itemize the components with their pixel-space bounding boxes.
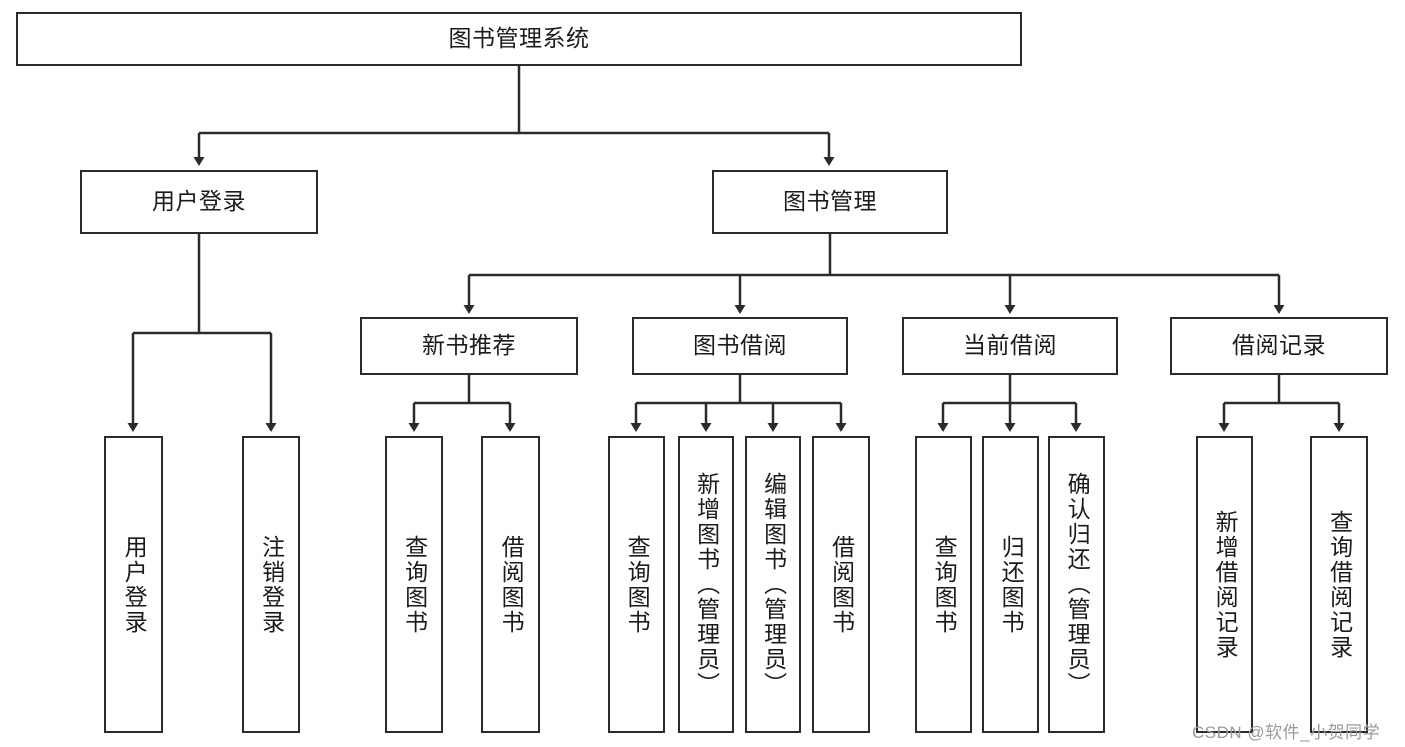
node-user-login[interactable]: 用户登录: [80, 170, 318, 234]
watermark: CSDN @软件_小贺同学: [1192, 723, 1381, 742]
node-current-borrow[interactable]: 当前借阅: [902, 317, 1118, 375]
leaf-query-borrow-record[interactable]: 查询借阅记录: [1310, 436, 1368, 733]
leaf-user-login[interactable]: 用户登录: [104, 436, 163, 733]
node-book-management[interactable]: 图书管理: [712, 170, 948, 234]
leaf-query-book-current[interactable]: 查询图书: [915, 436, 972, 733]
leaf-add-borrow-record[interactable]: 新增借阅记录: [1196, 436, 1253, 733]
node-label: 查询图书: [624, 534, 651, 635]
leaf-logout[interactable]: 注销登录: [242, 436, 300, 733]
node-label: 借阅图书: [498, 534, 525, 635]
leaf-return-book[interactable]: 归还图书: [982, 436, 1039, 733]
node-label: 用户登录: [152, 188, 246, 215]
node-label: 借阅记录: [1232, 332, 1326, 359]
node-label: 注销登录: [258, 534, 285, 635]
node-label: 新增借阅记录: [1212, 509, 1239, 660]
node-label: 查询图书: [931, 534, 958, 635]
node-label: 图书管理系统: [448, 25, 590, 52]
leaf-query-book-borrow[interactable]: 查询图书: [608, 436, 665, 733]
leaf-borrow-book-recommend[interactable]: 借阅图书: [481, 436, 540, 733]
leaf-edit-book-admin[interactable]: 编辑图书（管理员）: [745, 436, 801, 733]
node-label: 新书推荐: [422, 332, 516, 359]
node-label: 确认归还（管理员）: [1064, 472, 1091, 697]
leaf-query-book-recommend[interactable]: 查询图书: [385, 436, 443, 733]
node-label: 归还图书: [998, 534, 1025, 635]
node-label: 图书借阅: [693, 332, 787, 359]
node-label: 查询借阅记录: [1326, 509, 1353, 660]
node-root[interactable]: 图书管理系统: [16, 12, 1022, 66]
node-label: 借阅图书: [828, 534, 855, 635]
node-label: 用户登录: [121, 534, 148, 635]
node-borrow-record[interactable]: 借阅记录: [1170, 317, 1388, 375]
leaf-borrow-book[interactable]: 借阅图书: [812, 436, 870, 733]
node-label: 当前借阅: [963, 332, 1057, 359]
node-new-book-recommend[interactable]: 新书推荐: [360, 317, 578, 375]
node-label: 查询图书: [401, 534, 428, 635]
leaf-add-book-admin[interactable]: 新增图书（管理员）: [678, 436, 734, 733]
node-label: 编辑图书（管理员）: [760, 472, 787, 697]
node-label: 新增图书（管理员）: [693, 472, 720, 697]
node-label: 图书管理: [783, 188, 877, 215]
leaf-confirm-return-admin[interactable]: 确认归还（管理员）: [1048, 436, 1105, 733]
node-book-borrow[interactable]: 图书借阅: [632, 317, 848, 375]
